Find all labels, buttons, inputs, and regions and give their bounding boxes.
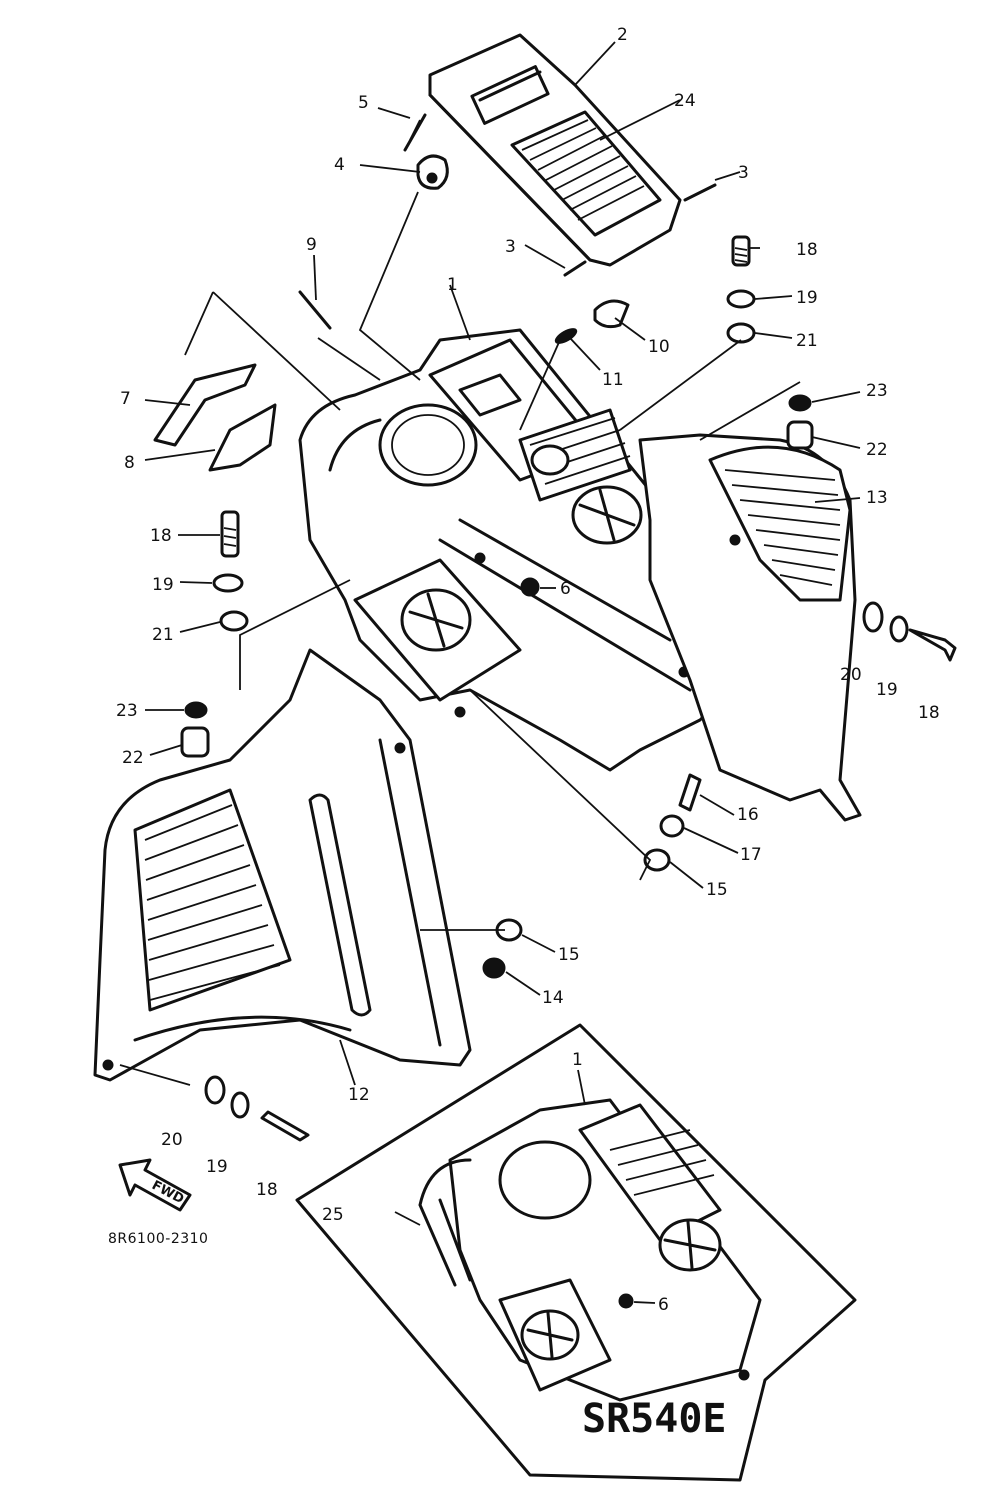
- fwd-arrow-icon: FWD: [118, 1158, 192, 1212]
- callout-number: 21: [796, 331, 818, 351]
- callout-number: 1: [447, 275, 458, 295]
- part-left-side-panel: [93, 648, 472, 1082]
- callout-number: 15: [706, 880, 728, 900]
- callout-number: 10: [648, 337, 670, 357]
- part-brackets-7-8: [153, 363, 277, 472]
- callout-number: 21: [152, 625, 174, 645]
- callout-number: 24: [674, 91, 696, 111]
- callout-number: 5: [358, 93, 369, 113]
- callout-number: 18: [150, 526, 172, 546]
- drawing-code: 8R6100-2310: [108, 1231, 208, 1247]
- callout-number: 3: [738, 163, 749, 183]
- callout-labels: 2 3 3 4 5 6 7 8 9 10 11 12 13 14 15 15 1…: [116, 25, 940, 1315]
- callout-number: 20: [840, 665, 862, 685]
- callout-number: 19: [796, 288, 818, 308]
- callout-number: 19: [152, 575, 174, 595]
- callout-number: 15: [558, 945, 580, 965]
- callout-number: 7: [120, 389, 131, 409]
- callout-number: 12: [348, 1085, 370, 1105]
- callout-number: 23: [116, 701, 138, 721]
- callout-number: 6: [560, 579, 571, 599]
- callout-number: 6: [658, 1295, 669, 1315]
- callout-number: 18: [256, 1180, 278, 1200]
- part-screws-3: [563, 183, 717, 277]
- part-clip-4-5: [403, 113, 449, 190]
- callout-number: 1: [572, 1050, 583, 1070]
- callout-number: 11: [602, 370, 624, 390]
- callout-number: 20: [161, 1130, 183, 1150]
- part-pin-9: [298, 290, 332, 330]
- callout-number: 19: [206, 1157, 228, 1177]
- callout-number: 14: [542, 988, 564, 1008]
- fasteners: [180, 235, 957, 1142]
- inset-sr540e: SR540E: [295, 1023, 857, 1482]
- callout-number: 17: [740, 845, 762, 865]
- callout-number: 23: [866, 381, 888, 401]
- callout-number: 18: [796, 240, 818, 260]
- callout-number: 19: [876, 680, 898, 700]
- assembly-lines: [119, 191, 801, 1086]
- part-nut-6: [520, 577, 540, 597]
- inset-model-label: SR540E: [582, 1396, 727, 1442]
- part-right-side-panel: [638, 433, 862, 822]
- callout-number: 8: [124, 453, 135, 473]
- part-main-body: [298, 328, 722, 772]
- callout-number: 22: [122, 748, 144, 768]
- callout-number: 18: [918, 703, 940, 723]
- part-top-cover-plate: [428, 33, 682, 267]
- callout-number: 25: [322, 1205, 344, 1225]
- callout-number: 3: [505, 237, 516, 257]
- callout-number: 22: [866, 440, 888, 460]
- callout-number: 9: [306, 235, 317, 255]
- callout-number: 13: [866, 488, 888, 508]
- callout-number: 16: [737, 805, 759, 825]
- callout-number: 4: [334, 155, 345, 175]
- part-latch-10-11: [554, 299, 630, 344]
- callout-number: 2: [617, 25, 628, 45]
